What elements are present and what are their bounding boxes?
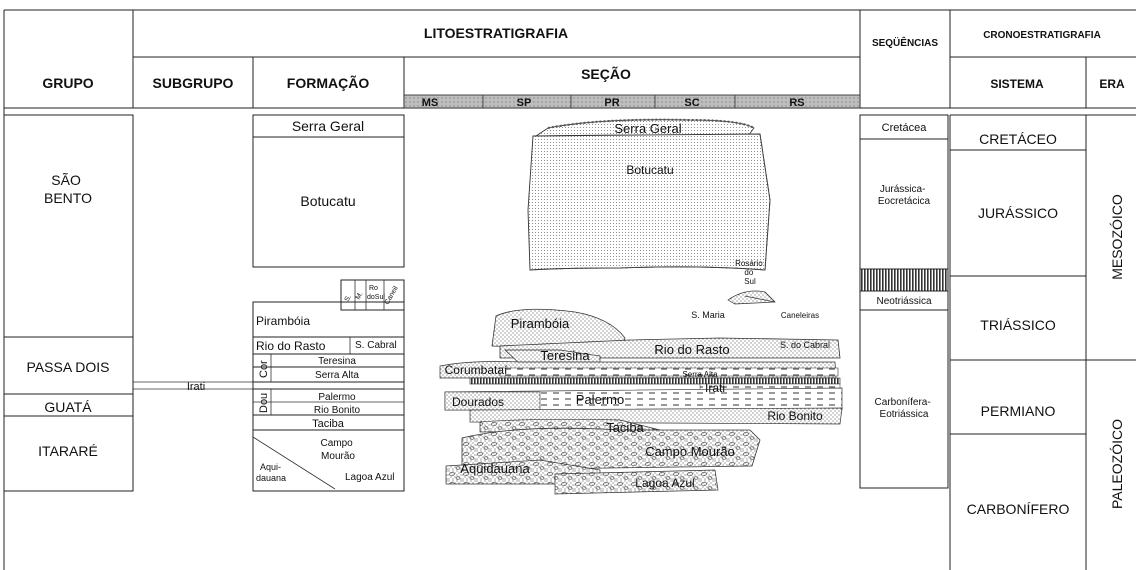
sec-teresina: Teresina <box>540 348 590 363</box>
sec-rio-bonito: Rio Bonito <box>767 409 823 423</box>
seq-cretacea: Cretácea <box>882 122 928 134</box>
sec-piramboia: Pirambóia <box>511 316 570 331</box>
sec-palermo: Palermo <box>576 392 624 407</box>
sistema-column <box>949 114 1136 570</box>
form-dou: Dou <box>258 393 270 413</box>
grupo-column <box>3 114 134 492</box>
form-piramboia: Pirambóia <box>256 314 310 328</box>
sec-botucatu: Botucatu <box>626 163 673 177</box>
chrono-header: CRONOESTRATIGRAFIA <box>983 30 1101 41</box>
seq-carbonifera-l1: Carbonífera- <box>875 397 931 408</box>
sec-rio-do-rasto: Rio do Rasto <box>654 342 729 357</box>
form-small-3: Ro <box>369 285 378 292</box>
secao-header: SEÇÃO <box>581 65 631 82</box>
sec-rosario-l3: Sul <box>744 277 756 286</box>
sis-triassico: TRIÁSSICO <box>980 317 1056 333</box>
form-small-4: doSul <box>367 294 385 301</box>
subgrupo-header: SUBGRUPO <box>153 75 234 91</box>
subgrupo-irati: Irati <box>187 381 205 393</box>
form-palermo: Palermo <box>318 392 356 403</box>
form-teresina: Teresina <box>318 356 356 367</box>
form-taciba: Taciba <box>312 418 345 430</box>
grupo-sao-bento: SÃO BENTO <box>44 172 92 206</box>
litho-header: LITOESTRATIGRAFIA <box>424 25 568 41</box>
form-small-2: M. <box>355 291 365 301</box>
form-lagoa-azul: Lagoa Azul <box>345 472 395 483</box>
state-rs: RS <box>789 97 804 109</box>
form-rio-bonito: Rio Bonito <box>314 405 361 416</box>
sec-s-do-cabral: S. do Cabral <box>780 340 830 350</box>
sec-rosario-l1: Rosário <box>735 259 763 268</box>
form-serra-geral: Serra Geral <box>292 118 364 134</box>
cross-section <box>439 118 843 495</box>
state-bar <box>403 94 861 109</box>
formacao-header: FORMAÇÃO <box>287 74 370 91</box>
form-small-1: S. <box>344 294 353 303</box>
form-campo-mourao-l1: Campo <box>320 438 353 449</box>
sec-aquidauana: Aquidauana <box>460 461 530 476</box>
form-s-cabral: S. Cabral <box>355 340 397 351</box>
form-botucatu: Botucatu <box>300 193 355 209</box>
grupo-itarare: ITARARÉ <box>38 443 98 459</box>
sec-rosario: Rosário do Sul <box>735 259 765 286</box>
state-sc: SC <box>684 97 699 109</box>
era-mesozoico: MESOZÓICO <box>1109 194 1125 280</box>
seq-jurassica-l2: Eocretácica <box>878 196 931 207</box>
sec-caneleiras: Caneleiras <box>781 311 819 320</box>
era-paleozoico: PALEOZÓICO <box>1109 419 1125 509</box>
seq-jurassica: Jurássica- Eocretácica <box>878 184 931 207</box>
grupo-sao-bento-l1: SÃO <box>51 172 81 188</box>
grupo-header: GRUPO <box>42 75 93 91</box>
grupo-guata: GUATÁ <box>44 399 92 415</box>
form-rio-do-rasto: Rio do Rasto <box>256 339 326 353</box>
form-small-5: Caneil <box>384 285 400 306</box>
seq-neotriassica: Neotriássica <box>876 296 931 307</box>
sis-jurassico: JURÁSSICO <box>978 205 1058 221</box>
seq-header: SEQÜÊNCIAS <box>872 36 938 49</box>
sec-serra-alta: Serra Alta <box>682 370 718 379</box>
seq-carbonifera: Carbonífera- Eotriássica <box>875 397 934 420</box>
state-sp: SP <box>517 97 532 109</box>
sis-cretaceo: CRETÁCEO <box>979 131 1057 147</box>
sis-permiano: PERMIANO <box>981 403 1056 419</box>
sequencias-column <box>859 114 949 489</box>
sis-carbonifero: CARBONÍFERO <box>967 501 1070 517</box>
form-campo-mourao: Campo Mourão <box>320 438 355 462</box>
sistema-header: SISTEMA <box>990 77 1044 91</box>
form-aquidauana: Aqui- dauana <box>256 462 286 483</box>
sec-serra-geral: Serra Geral <box>614 121 681 136</box>
form-aquidauana-l2: dauana <box>256 473 286 483</box>
state-pr: PR <box>604 97 619 109</box>
sec-corumbatai: Corumbataí <box>445 363 508 377</box>
form-campo-mourao-l2: Mourão <box>321 451 355 462</box>
grupo-passa-dois: PASSA DOIS <box>27 359 110 375</box>
subgrupo-irati-box <box>133 381 253 390</box>
sec-dourados: Dourados <box>452 395 504 409</box>
formacao-column <box>252 114 405 492</box>
sec-lagoa-azul: Lagoa Azul <box>635 476 694 490</box>
grupo-sao-bento-l2: BENTO <box>44 190 92 206</box>
sec-rosario-l2: do <box>744 268 753 277</box>
form-cor: Cor <box>258 360 270 378</box>
form-serra-alta: Serra Alta <box>315 370 359 381</box>
seq-jurassica-l1: Jurássica- <box>880 184 926 195</box>
sec-taciba: Taciba <box>606 420 644 435</box>
seq-carbonifera-l2: Eotriássica <box>880 409 929 420</box>
sec-campo-mourao: Campo Mourão <box>645 444 735 459</box>
sec-s-maria: S. Maria <box>691 310 725 320</box>
state-ms: MS <box>422 97 439 109</box>
form-aquidauana-l1: Aqui- <box>260 462 281 472</box>
sec-irati: Irati <box>705 381 725 395</box>
era-header: ERA <box>1099 77 1125 91</box>
